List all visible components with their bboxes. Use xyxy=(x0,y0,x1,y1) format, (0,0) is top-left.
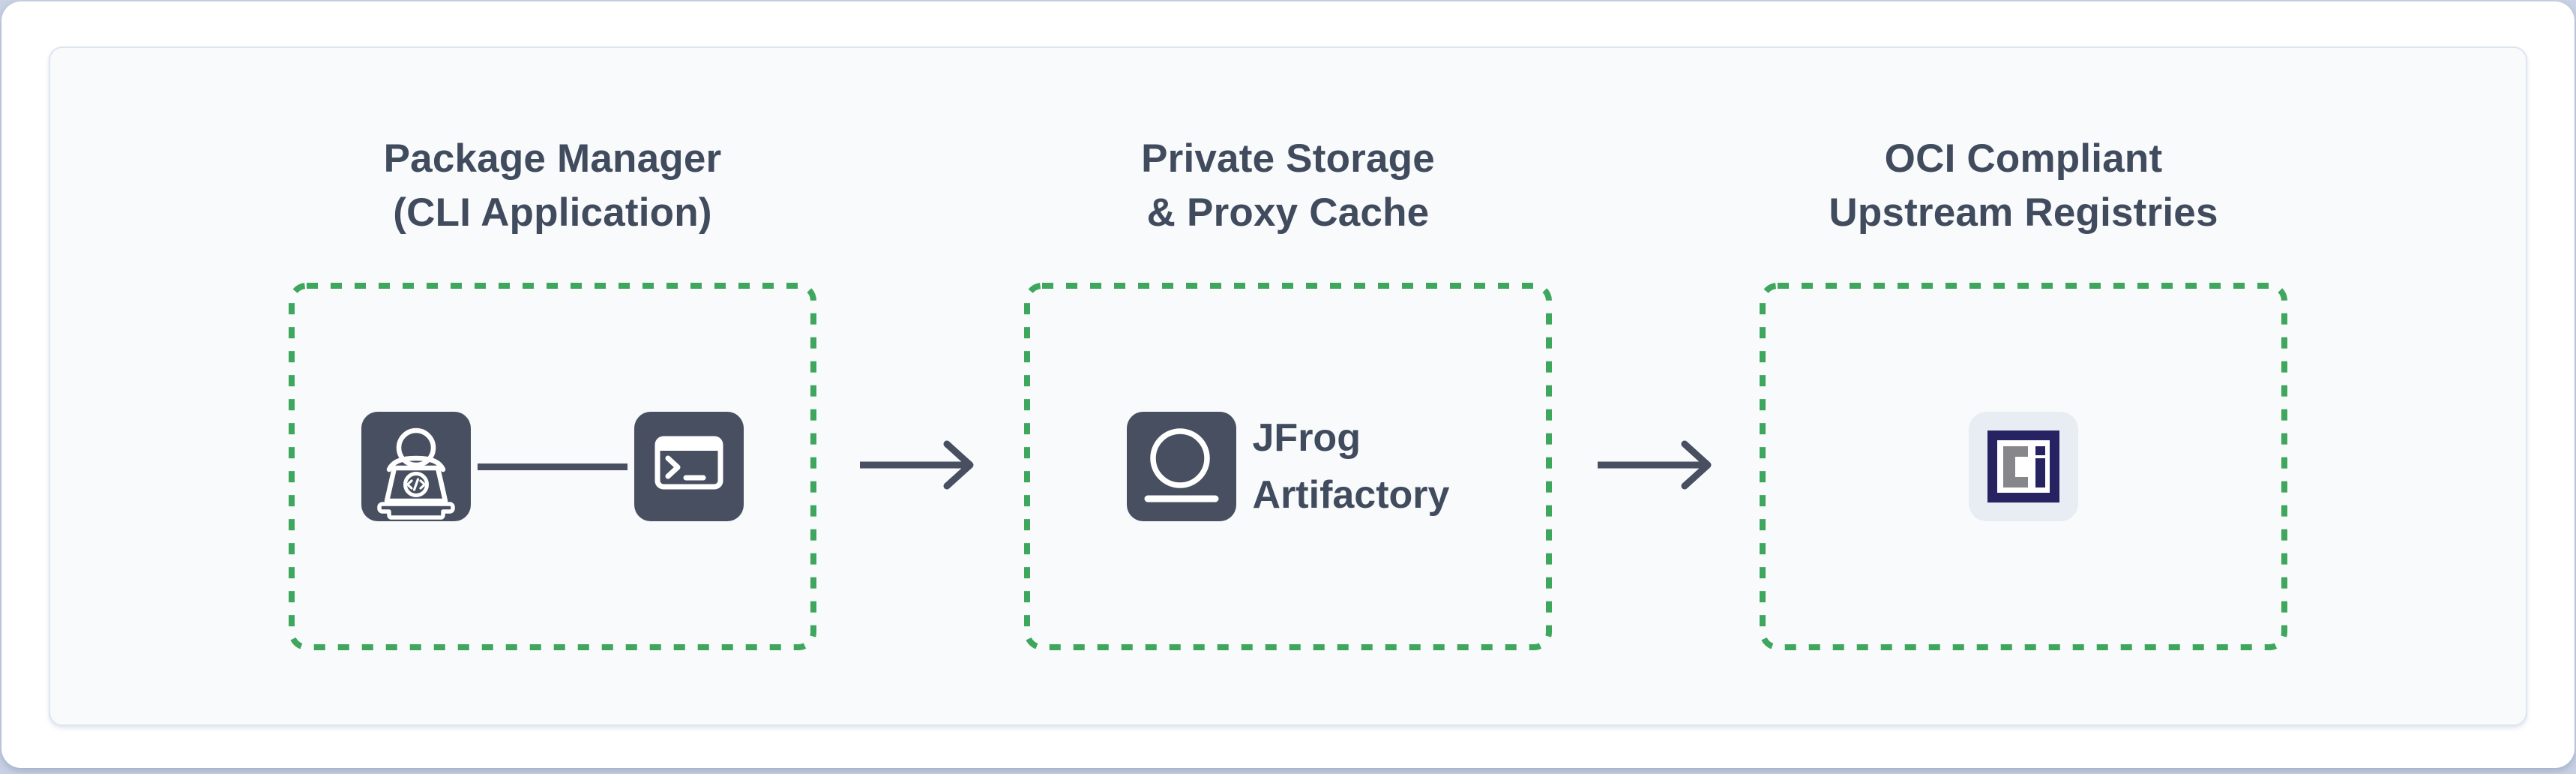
package-manager-box xyxy=(289,283,816,650)
jfrog-label-line: JFrog xyxy=(1252,416,1361,460)
title-line: OCI Compliant xyxy=(1884,136,2163,181)
title-line: Private Storage xyxy=(1141,136,1435,181)
title-package-manager: Package Manager (CLI Application) xyxy=(253,132,852,240)
title-line: Upstream Registries xyxy=(1829,190,2218,235)
title-upstream-registries: OCI Compliant Upstream Registries xyxy=(1724,132,2323,240)
dashed-border xyxy=(1024,283,1552,650)
title-line: & Proxy Cache xyxy=(1146,190,1430,235)
private-storage-box: JFrog Artifactory xyxy=(1024,283,1552,650)
title-line: Package Manager xyxy=(383,136,722,181)
jfrog-artifactory-icon xyxy=(1126,412,1236,521)
dashed-border xyxy=(1760,283,2287,650)
icon-connector-line xyxy=(478,463,628,470)
arrow-package-manager-to-artifactory xyxy=(860,440,974,490)
upstream-registries-box xyxy=(1760,283,2287,650)
arrow-artifactory-to-registries xyxy=(1598,440,1712,490)
title-line: (CLI Application) xyxy=(393,190,712,235)
title-private-storage: Private Storage & Proxy Cache xyxy=(988,132,1588,240)
developer-laptop-icon xyxy=(361,412,471,521)
oci-registry-icon xyxy=(1969,412,2078,521)
jfrog-artifactory-label: JFrog Artifactory xyxy=(1253,410,1450,524)
jfrog-label-line: Artifactory xyxy=(1252,473,1450,517)
diagram-panel xyxy=(49,46,2527,726)
terminal-icon xyxy=(634,412,744,521)
dashed-border xyxy=(289,283,816,650)
